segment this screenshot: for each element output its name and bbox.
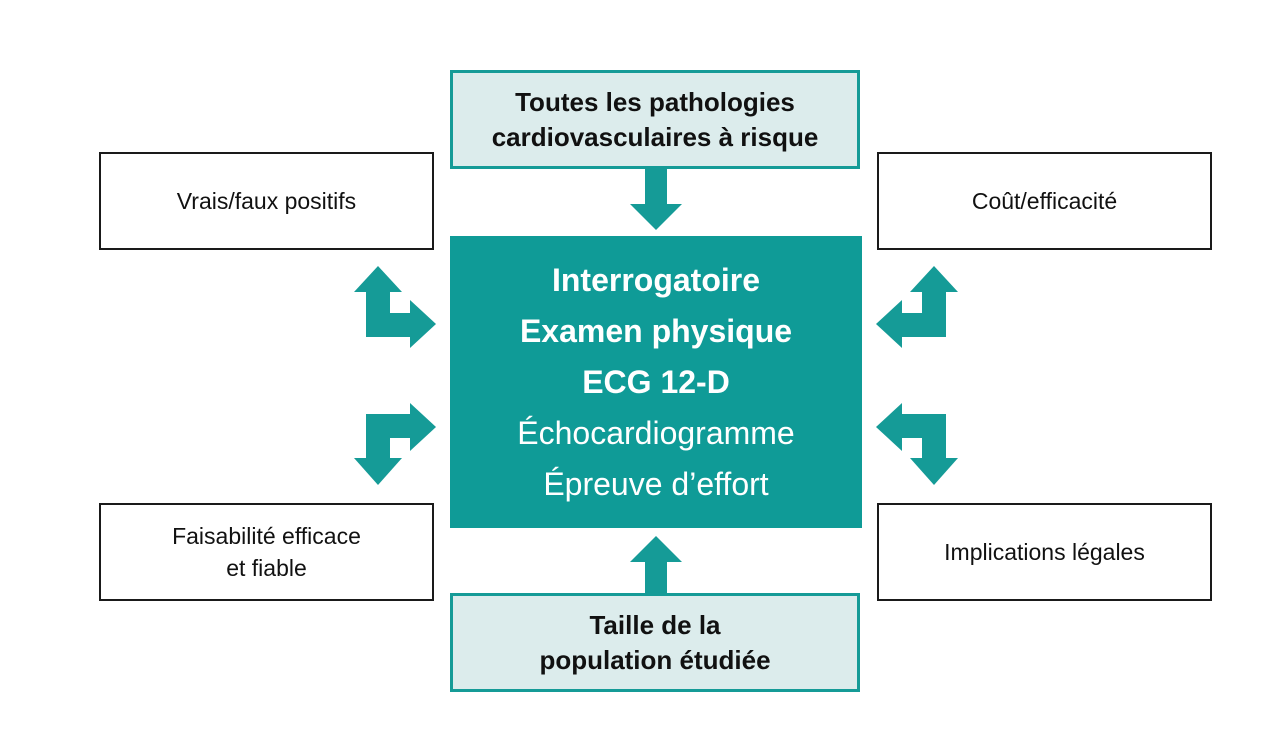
center-line-interrogatoire: Interrogatoire — [551, 261, 761, 298]
center-line-examen-physique: Examen physique — [519, 312, 793, 349]
bottom-left-box-line-2: et fiable — [226, 555, 307, 581]
top-right-box-label: Coût/efficacité — [971, 188, 1118, 214]
arrow-bidirectional-bottom-left — [354, 403, 436, 485]
center-box: Interrogatoire Examen physique ECG 12-D … — [450, 236, 862, 528]
bottom-right-box: Implications légales — [877, 503, 1212, 601]
center-line-echocardiogramme: Échocardiogramme — [517, 414, 795, 451]
bottom-left-box: Faisabilité efficace et fiable — [99, 503, 434, 601]
top-right-box: Coût/efficacité — [877, 152, 1212, 250]
top-box-line-2: cardiovasculaires à risque — [491, 121, 819, 152]
top-left-box: Vrais/faux positifs — [99, 152, 434, 250]
center-line-ecg: ECG 12-D — [582, 363, 730, 400]
bottom-right-box-label: Implications légales — [944, 539, 1145, 565]
center-line-epreuve-effort: Épreuve d’effort — [543, 465, 769, 502]
arrow-up-bottom — [630, 536, 682, 596]
arrow-down-top — [630, 167, 682, 230]
bottom-left-box-line-1: Faisabilité efficace — [172, 523, 361, 549]
arrow-bidirectional-top-right — [876, 266, 958, 348]
bottom-box: Taille de la population étudiée — [450, 593, 860, 692]
bottom-box-line-1: Taille de la — [589, 609, 721, 640]
arrow-bidirectional-bottom-right — [876, 403, 958, 485]
bottom-box-line-2: population étudiée — [539, 644, 771, 675]
arrow-bidirectional-top-left — [354, 266, 436, 348]
top-box: Toutes les pathologies cardiovasculaires… — [450, 70, 860, 169]
top-left-box-label: Vrais/faux positifs — [176, 188, 357, 214]
top-box-line-1: Toutes les pathologies — [515, 86, 795, 117]
